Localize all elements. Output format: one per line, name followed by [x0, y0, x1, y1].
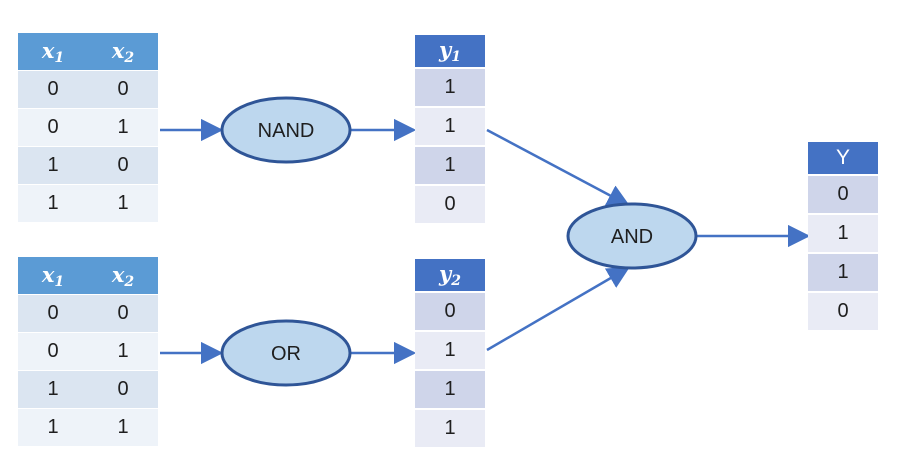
y2-output-table: y2 0 1 1 1	[415, 259, 485, 447]
table-header: y2	[415, 259, 485, 292]
cell: 1	[808, 213, 878, 253]
y1-output-table: y1 1 1 1 0	[415, 35, 485, 223]
arrow-y1-to-and	[486, 128, 630, 207]
cell: 1	[88, 184, 158, 222]
or-gate	[220, 319, 352, 387]
table-row: 1	[415, 369, 485, 409]
header-x1: x1	[18, 257, 88, 295]
header-x1: x1	[18, 33, 88, 71]
cell: 0	[415, 291, 485, 331]
cell: 1	[88, 332, 158, 371]
table-row: 0 1	[18, 108, 158, 147]
cell: 1	[415, 145, 485, 185]
cell: 0	[808, 291, 878, 330]
cell: 0	[808, 174, 878, 214]
table-row: 1	[415, 145, 485, 185]
table-row: 1 0	[18, 370, 158, 409]
table-row: 0 0	[18, 294, 158, 333]
table-row: 0	[415, 291, 485, 331]
header-x2: x2	[88, 257, 158, 295]
cell: 0	[18, 108, 88, 147]
cell: 1	[415, 106, 485, 146]
table-row: 0 0	[18, 70, 158, 109]
header-Y: Y	[808, 142, 878, 175]
table-row: 1	[808, 213, 878, 253]
table-header: x1 x2	[18, 33, 158, 71]
table-header: Y	[808, 142, 878, 175]
cell: 0	[88, 70, 158, 109]
arrow-y2-to-and	[486, 266, 630, 352]
table-row: 0	[808, 174, 878, 214]
cell: 1	[415, 369, 485, 409]
table-row: 0	[808, 291, 878, 330]
table-row: 1	[415, 330, 485, 370]
cell: 0	[18, 70, 88, 109]
cell: 1	[18, 184, 88, 222]
header-x2: x2	[88, 33, 158, 71]
cell: 1	[18, 146, 88, 185]
and-gate-label: AND	[611, 226, 653, 248]
table-row: 1	[808, 252, 878, 292]
header-y1: y1	[415, 35, 485, 68]
or-input-table: x1 x2 0 0 0 1 1 0 1 1	[18, 257, 158, 446]
nand-input-table: x1 x2 0 0 0 1 1 0 1 1	[18, 33, 158, 222]
cell: 1	[808, 252, 878, 292]
cell: 0	[88, 146, 158, 185]
cell: 0	[88, 370, 158, 409]
table-row: 1	[415, 67, 485, 107]
cell: 1	[415, 67, 485, 107]
table-row: 1	[415, 106, 485, 146]
final-output-table: Y 0 1 1 0	[808, 142, 878, 330]
cell: 1	[415, 330, 485, 370]
table-header: y1	[415, 35, 485, 68]
table-row: 0 1	[18, 332, 158, 371]
table-header: x1 x2	[18, 257, 158, 295]
table-row: 1 0	[18, 146, 158, 185]
table-row: 1 1	[18, 408, 158, 446]
cell: 1	[88, 408, 158, 446]
cell: 0	[415, 184, 485, 223]
nand-gate	[220, 96, 352, 164]
cell: 1	[18, 408, 88, 446]
and-gate	[566, 202, 698, 270]
cell: 0	[18, 332, 88, 371]
table-row: 1 1	[18, 184, 158, 222]
cell: 0	[18, 294, 88, 333]
header-y2: y2	[415, 259, 485, 292]
table-row: 1	[415, 408, 485, 447]
cell: 1	[415, 408, 485, 447]
cell: 1	[18, 370, 88, 409]
table-row: 0	[415, 184, 485, 223]
or-gate-label: OR	[271, 343, 301, 365]
cell: 0	[88, 294, 158, 333]
cell: 1	[88, 108, 158, 147]
nand-gate-label: NAND	[258, 120, 315, 142]
